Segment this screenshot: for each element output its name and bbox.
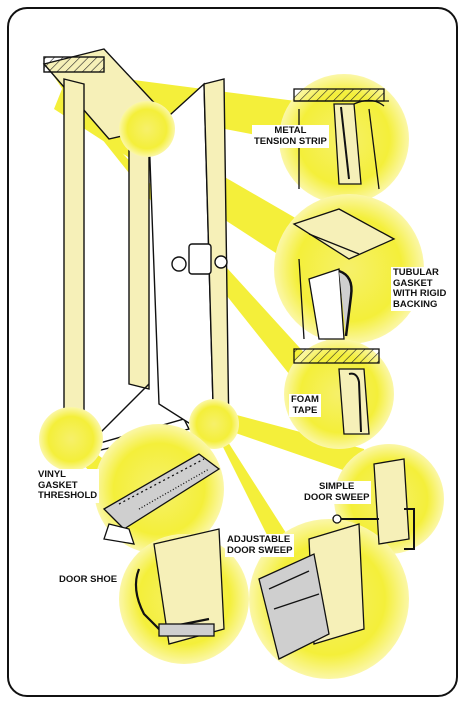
label-adjustable-door-sweep: ADJUSTABLE DOOR SWEEP [225, 534, 295, 557]
label-door-shoe: DOOR SHOE [57, 574, 120, 587]
lock-plate [188, 243, 212, 275]
weatherstripping-diagram [39, 48, 444, 679]
threshold-sketch [102, 453, 221, 545]
label-vinyl-gasket-threshold: VINYL GASKET THRESHOLD [36, 469, 100, 503]
adjustable-sweep-sketch [258, 523, 365, 660]
glow-threshold [39, 407, 103, 471]
door-knob [171, 256, 187, 272]
frame-inner-jamb [128, 128, 150, 390]
illustration-frame: METAL TENSION STRIP TUBULAR GASKET WITH … [7, 7, 458, 697]
frame-head-hatch [43, 56, 105, 73]
door [148, 78, 230, 441]
simple-sweep-sketch [332, 458, 415, 550]
glow-header [119, 101, 175, 157]
label-metal-tension-strip: METAL TENSION STRIP [252, 125, 329, 148]
glow-bottom [189, 399, 239, 449]
frame-left-jamb [63, 78, 85, 455]
tubular-gasket-sketch [292, 208, 396, 340]
door-knob-outer [214, 255, 228, 269]
door-shoe-sketch [134, 528, 225, 645]
detail-circles [39, 74, 444, 679]
metal-strip-sketch [293, 88, 389, 190]
label-simple-door-sweep: SIMPLE DOOR SWEEP [302, 481, 372, 504]
label-foam-tape: FOAM TAPE [289, 394, 321, 417]
label-tubular-gasket: TUBULAR GASKET WITH RIGID BACKING [391, 267, 449, 311]
foam-tape-sketch [293, 348, 380, 435]
beam-simple-sweep [214, 409, 369, 479]
